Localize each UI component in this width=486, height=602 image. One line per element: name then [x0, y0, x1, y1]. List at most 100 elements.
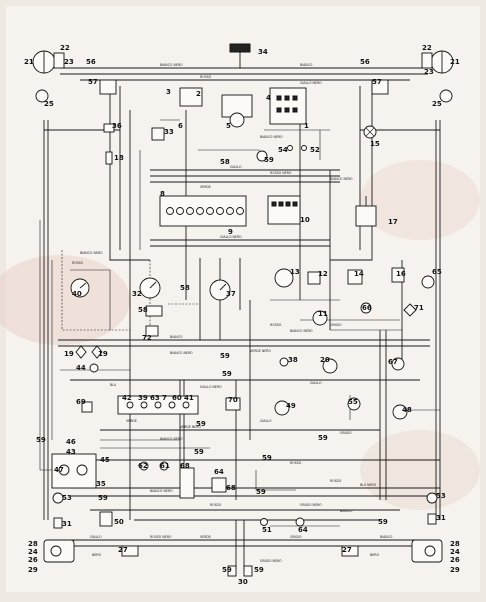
label-21-right: 21 — [450, 58, 460, 66]
fuse-18 — [105, 151, 113, 165]
relay-top-center — [179, 87, 203, 107]
label-25-right: 25 — [432, 100, 442, 108]
label-19b: 19 — [98, 350, 108, 358]
label-29-right: 29 — [450, 566, 460, 574]
wire — [255, 470, 296, 491]
wire — [330, 86, 373, 261]
label-39: 39 — [138, 394, 148, 402]
label-25: 25 — [44, 100, 54, 108]
horn-right — [439, 89, 453, 103]
label-53-right: 53 — [436, 492, 446, 500]
label-24: 24 — [28, 548, 38, 556]
wire-label: BIANCO — [340, 509, 353, 513]
label-48: 48 — [402, 406, 412, 414]
label-28: 28 — [28, 540, 38, 548]
component-66 — [360, 302, 372, 314]
wire-label: BIANCO — [380, 535, 393, 539]
label-59k: 59 — [378, 518, 388, 526]
connector-54-52 — [287, 145, 307, 151]
label-16: 16 — [396, 270, 406, 278]
label-57: 57 — [88, 78, 98, 86]
label-37: 37 — [226, 290, 236, 298]
label-8: 8 — [160, 190, 165, 198]
indicator-59-top — [256, 150, 268, 162]
component-labels: 22 21 23 56 57 25 34 22 21 23 56 57 25 3… — [24, 44, 460, 586]
switch — [140, 401, 148, 409]
label-46: 46 — [66, 438, 76, 446]
label-38: 38 — [288, 356, 298, 364]
regulator-13-body — [274, 268, 294, 288]
component-67-body — [391, 357, 405, 371]
wire-label: GIALLO — [90, 535, 102, 539]
label-17: 17 — [388, 218, 398, 226]
headlamp-right-connector — [421, 52, 433, 69]
dashboard-connector-body — [269, 87, 307, 125]
label-55: 55 — [348, 398, 358, 406]
top-fuse-connector — [229, 43, 251, 68]
label-31: 31 — [62, 520, 72, 528]
relay-27-right-body — [341, 545, 359, 557]
pin — [276, 107, 282, 113]
wire-label: GIALLO NERO — [200, 385, 222, 389]
lamp-51-bulb — [260, 518, 268, 526]
label-59f: 59 — [36, 436, 46, 444]
connector-54-pin — [287, 145, 293, 151]
wire-label: ROSSO NERO — [270, 171, 292, 175]
wire-label: ROSSO — [290, 461, 302, 465]
lamps-19 — [75, 345, 103, 359]
headlamp-right — [421, 50, 454, 74]
connector-52-pin — [301, 145, 307, 151]
wire-label: VERDE — [200, 185, 211, 189]
relay-64-right-body — [211, 477, 227, 493]
relay-70-body — [225, 397, 241, 411]
relay-72-body — [145, 325, 159, 337]
relay-12 — [307, 271, 321, 285]
switch-69 — [81, 401, 93, 413]
label-71: 71 — [414, 304, 424, 312]
label-24-right: 24 — [450, 548, 460, 556]
label-64b: 64 — [214, 468, 224, 476]
ignition-switch — [221, 94, 253, 128]
horn-left — [35, 89, 49, 103]
taillight-left — [43, 539, 75, 563]
label-59b: 59 — [220, 352, 230, 360]
paper-stain — [360, 160, 480, 240]
lamp-19-left — [75, 345, 87, 359]
switch-31-left — [53, 517, 63, 529]
lamp-55-bulb — [347, 397, 361, 411]
label-53: 53 — [62, 494, 72, 502]
connector-block-47-pin — [58, 464, 70, 476]
lamp-20 — [322, 358, 338, 374]
switch-44-body — [89, 363, 99, 373]
taillight-right — [411, 539, 443, 563]
label-34: 34 — [258, 48, 268, 56]
label-32: 32 — [132, 290, 142, 298]
label-19: 19 — [64, 350, 74, 358]
lamp-71-body — [403, 303, 417, 317]
headlamp-left-connector — [53, 52, 65, 69]
wire-color-labels: BIANCO NERO BIANCO ROSSO GIALLO NERO BIA… — [72, 63, 393, 563]
label-61: 61 — [160, 462, 170, 470]
label-11: 11 — [318, 310, 328, 318]
relay-box-left — [99, 79, 117, 95]
label-41: 41 — [184, 394, 194, 402]
label-7: 7 — [162, 394, 167, 402]
lamp-15 — [363, 125, 377, 139]
label-62: 62 — [138, 462, 148, 470]
label-72: 72 — [142, 334, 152, 342]
wire-label: ROSSO — [330, 479, 342, 483]
label-27-right: 27 — [342, 546, 352, 554]
wire-label: BLU — [110, 383, 117, 387]
lamp-19-right — [91, 345, 103, 359]
fuse — [226, 207, 234, 215]
sensor-38-body — [279, 357, 289, 367]
wire-label: GIALLO NERO — [220, 235, 242, 239]
label-30: 30 — [238, 578, 248, 586]
wire-label: GIALLO NERO — [300, 81, 322, 85]
connector-block-10 — [267, 195, 301, 225]
lamp-71 — [403, 303, 417, 317]
plate-light-right — [243, 565, 253, 577]
wire-label: GIALLO — [260, 419, 272, 423]
wire-label: BIANCO NERO — [150, 489, 173, 493]
taillight-right-bulb — [424, 545, 436, 557]
